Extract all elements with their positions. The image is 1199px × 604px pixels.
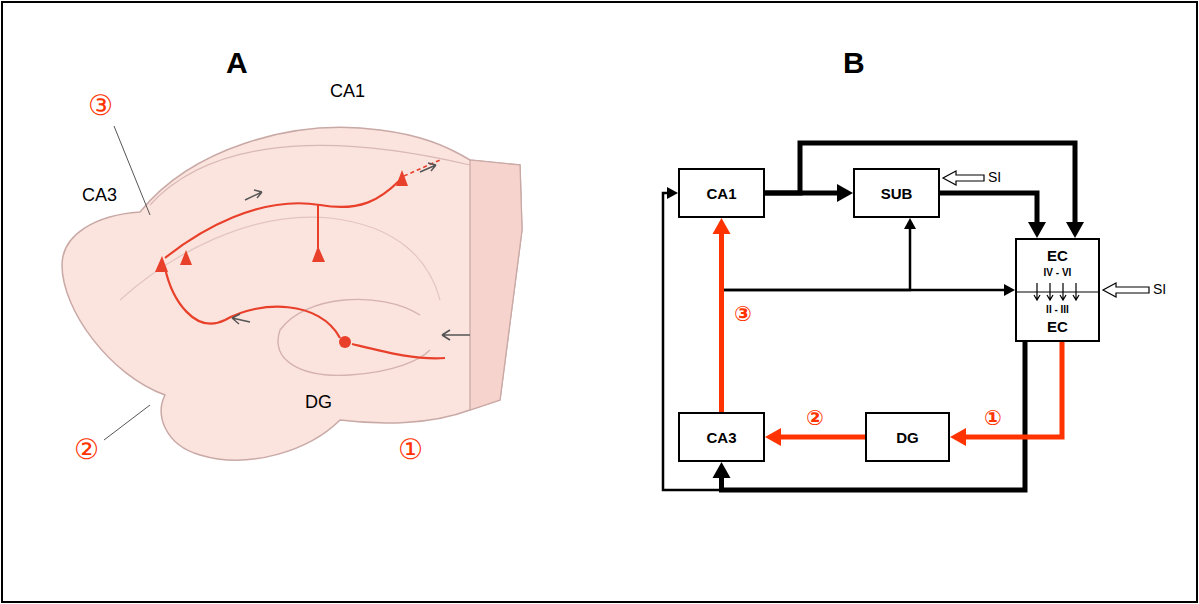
connector: [765, 428, 865, 446]
granule-cell: [339, 336, 351, 348]
schaffer-collateral: [165, 180, 400, 258]
region-name: CA1: [706, 185, 736, 202]
callout-number: ②: [806, 408, 824, 429]
slab-cut-face: [470, 160, 522, 410]
region-label: DG: [305, 393, 332, 411]
connector: [940, 193, 1046, 238]
dentate-gyrus-curve: [278, 299, 430, 375]
slab-top-edge: [150, 145, 470, 205]
callout-number: ①: [984, 408, 1002, 429]
flow-arrow: [420, 163, 436, 172]
region-name: SUB: [881, 185, 913, 202]
ca3-neuron: [155, 256, 168, 272]
flow-arrow: [232, 314, 250, 324]
callout-number: ②: [74, 436, 99, 464]
hollow-arrow: [1103, 283, 1149, 297]
region-name: EC: [1017, 248, 1098, 265]
split-region-box: EC IV - VI II - III EC: [1015, 238, 1100, 342]
leader-line: [114, 126, 150, 215]
hollow-arrow: [943, 171, 984, 185]
region-box: CA1: [678, 168, 765, 218]
mossy-fiber: [165, 268, 340, 338]
layer-range: IV - VI: [1017, 267, 1098, 278]
ca1-neuron: [396, 170, 408, 186]
input-label: SI: [988, 170, 1001, 184]
callout-number: ①: [398, 436, 423, 464]
region-name: DG: [896, 429, 919, 446]
flow-arrow: [245, 190, 262, 200]
connector: [722, 284, 1016, 412]
region-name: EC: [1017, 319, 1098, 336]
ca1-neuron: [312, 246, 325, 262]
hippocampus-slab: [62, 128, 522, 461]
panel-letter: A: [226, 48, 248, 78]
connector: [663, 187, 1025, 490]
ca1-axon: [404, 160, 440, 176]
flow-arrow: [442, 330, 470, 340]
connector: [765, 143, 1084, 238]
region-box: SUB: [853, 168, 940, 218]
pyramidal-layer: [120, 217, 440, 300]
region-label: CA3: [82, 186, 117, 204]
connector: [722, 218, 917, 412]
connector: [950, 342, 1062, 446]
connector: [713, 218, 731, 412]
region-box: CA3: [678, 412, 765, 462]
layer-range: II - III: [1017, 304, 1098, 315]
region-name: CA3: [706, 429, 736, 446]
ca1-dendrite: [317, 205, 319, 248]
input-label: SI: [1153, 282, 1166, 296]
region-label: CA1: [330, 82, 365, 100]
region-box: DG: [865, 412, 950, 462]
callout-number: ③: [88, 92, 113, 120]
callout-number: ③: [734, 304, 752, 325]
panel-letter: B: [843, 48, 865, 78]
leader-line: [104, 405, 150, 440]
ca3-neuron: [180, 250, 192, 265]
perforant-path: [352, 344, 445, 358]
